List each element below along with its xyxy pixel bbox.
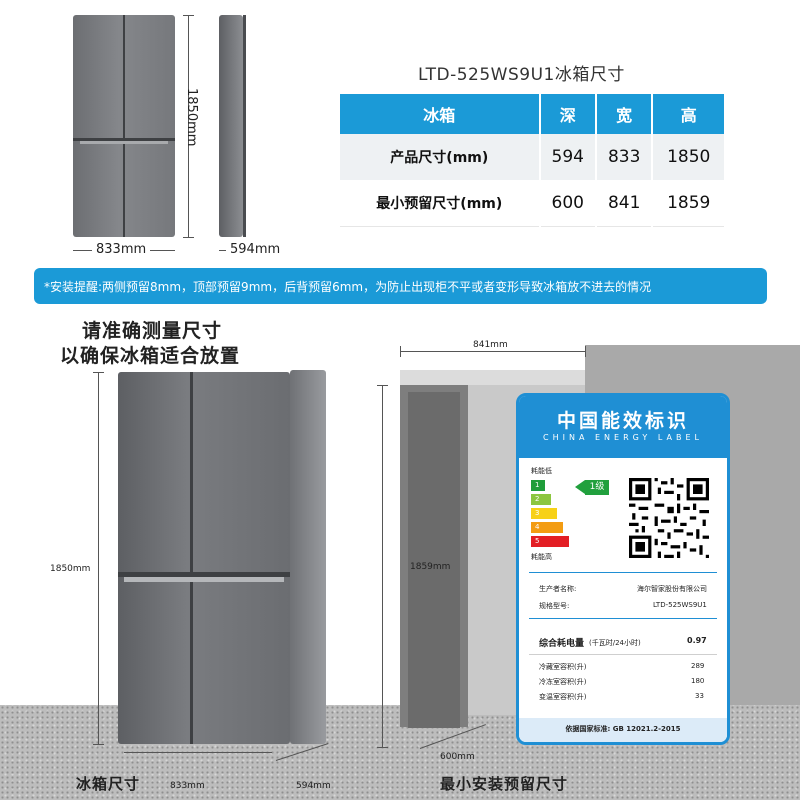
door-split-horizontal (118, 572, 290, 577)
top-height-label: 1850mm (184, 88, 199, 147)
energy-label: 中国能效标识 CHINA ENERGY LABEL 耗能低 1 2 3 4 5 … (516, 393, 730, 745)
dim-tick (377, 385, 388, 386)
door-split-vertical (123, 15, 125, 237)
dim-tick (400, 346, 401, 357)
cell-width: 841 (595, 180, 654, 227)
dim-tick (93, 744, 104, 745)
fridge-depth-label: 594mm (296, 781, 331, 791)
fridge-volume-value: 289 (691, 662, 705, 670)
spec-header: 深 (539, 94, 597, 134)
cell-height: 1859 (652, 180, 724, 227)
niche-height-line (382, 385, 383, 747)
cell-depth: 594 (539, 134, 597, 180)
niche-depth-label: 600mm (440, 752, 475, 762)
cell-depth: 600 (539, 180, 597, 227)
row-label: 最小预留尺寸(mm) (340, 180, 541, 227)
grade-bar-2: 2 (531, 494, 551, 505)
manufacturer-value: 海尔智家股份有限公司 (637, 585, 707, 593)
niche-width-line (400, 351, 585, 352)
freezer-volume-label: 冷冻室容积(升) (539, 678, 587, 686)
spec-header-row: 冰箱 深 宽 高 (340, 94, 724, 134)
grade-bar-5: 5 (531, 536, 569, 547)
fridge-side (290, 370, 326, 744)
niche-inner (408, 392, 460, 728)
standard-text: 依据国家标准: GB 12021.2-2015 (565, 725, 681, 733)
niche-width-label: 841mm (473, 340, 508, 350)
dim-tick (183, 15, 194, 16)
install-notice-text: *安装提醒:两侧预留8mm，顶部预留9mm，后背预留6mm，为防止出现柜不平或者… (44, 280, 652, 294)
freezer-volume-value: 180 (691, 677, 705, 685)
cell-width: 833 (595, 134, 654, 180)
spec-header: 冰箱 (340, 94, 541, 134)
install-notice-bar: *安装提醒:两侧预留8mm，顶部预留9mm，后背预留6mm，为防止出现柜不平或者… (34, 268, 767, 304)
top-depth-label: 594mm (226, 242, 285, 257)
table-row: 最小预留尺寸(mm) 600 841 1859 (340, 180, 724, 227)
fridge-volume-label: 冷藏室容积(升) (539, 663, 587, 671)
caption-niche: 最小安装预留尺寸 (440, 775, 569, 793)
dim-tick (183, 237, 194, 238)
headline-line2: 以确保冰箱适合放置 (60, 345, 241, 367)
grade-badge: 1级 (585, 480, 609, 495)
dim-tick (93, 372, 104, 373)
height-dimension-line (188, 15, 189, 237)
manufacturer-label: 生产者名称: (539, 585, 577, 593)
row-label: 产品尺寸(mm) (340, 134, 541, 180)
energy-label-subtitle: CHINA ENERGY LABEL (543, 433, 703, 442)
energy-label-header: 中国能效标识 CHINA ENERGY LABEL (519, 396, 727, 458)
spec-header: 宽 (595, 94, 654, 134)
fridge-height-line (98, 372, 99, 744)
energy-label-title: 中国能效标识 (556, 410, 689, 432)
table-row: 产品尺寸(mm) 594 833 1850 (340, 134, 724, 180)
model-label: 规格型号: (539, 602, 570, 610)
variable-volume-value: 33 (695, 692, 704, 700)
fridge-body (118, 372, 290, 744)
consumption-label: 综合耗电量 (539, 639, 585, 649)
consumption-unit: (千瓦时/24小时) (589, 639, 641, 647)
headline-line1: 请准确测量尺寸 (82, 320, 223, 342)
door-handle (124, 577, 284, 582)
niche-top (400, 370, 585, 385)
variable-volume-label: 变温室容积(升) (539, 693, 587, 701)
spec-table: 冰箱 深 宽 高 产品尺寸(mm) 594 833 1850 最小预留尺寸(mm… (340, 94, 724, 227)
model-value: LTD-525WS9U1 (653, 601, 707, 609)
label-divider (529, 654, 717, 655)
label-divider (529, 572, 717, 573)
side-edge (243, 15, 246, 237)
dim-tick (585, 346, 586, 357)
energy-high-text: 耗能高 (531, 553, 552, 561)
cell-height: 1850 (652, 134, 724, 180)
grade-arrow-icon (575, 480, 585, 494)
label-divider (529, 618, 717, 619)
fridge-width-line (124, 752, 272, 753)
spec-title: LTD-525WS9U1冰箱尺寸 (418, 65, 625, 85)
top-width-label: 833mm (92, 242, 151, 257)
door-split-horizontal (73, 138, 175, 141)
door-handle (80, 141, 168, 144)
spec-header: 高 (652, 94, 724, 134)
energy-low-text: 耗能低 (531, 467, 552, 475)
grade-bar-3: 3 (531, 508, 557, 519)
label-footer: 依据国家标准: GB 12021.2-2015 (519, 718, 727, 742)
caption-fridge: 冰箱尺寸 (76, 775, 141, 793)
niche-height-label: 1859mm (410, 562, 451, 572)
qr-code-icon (629, 478, 709, 558)
fridge-height-label: 1850mm (50, 564, 91, 574)
door-split-vertical (190, 372, 193, 744)
grade-bar-4: 4 (531, 522, 563, 533)
consumption-value: 0.97 (687, 636, 707, 645)
fridge-width-label: 833mm (170, 781, 205, 791)
grade-bar-1: 1 (531, 480, 545, 491)
fridge-side-body (219, 15, 243, 237)
dim-tick (377, 747, 388, 748)
